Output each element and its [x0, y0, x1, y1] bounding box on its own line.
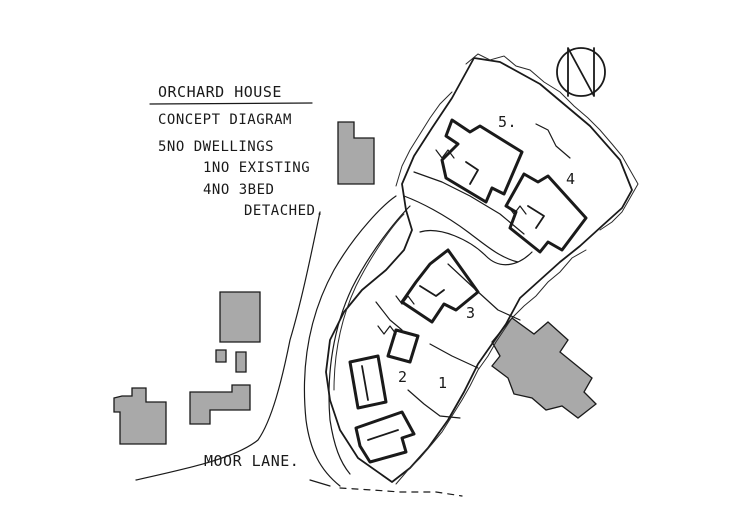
division-west: [375, 301, 403, 331]
proposed-dwellings: [348, 118, 588, 464]
plot-number-2: 2: [398, 368, 408, 386]
existing-building-lshape: [189, 384, 251, 425]
existing-building-west: [219, 291, 261, 343]
dwelling-2-ridge: [361, 365, 369, 401]
north-arrow-icon: [556, 47, 606, 97]
lane-dashed: [339, 487, 463, 497]
access-road: [303, 171, 533, 487]
drive-lower: [403, 195, 519, 263]
plot-number-5: 5.: [498, 113, 517, 131]
dwelling-plot-3: [395, 248, 480, 324]
dwelling-plot-1: [354, 410, 416, 464]
plot-divisions: [375, 123, 571, 419]
dwelling-4-ridge: [527, 205, 545, 229]
existing-building-southwest: [113, 387, 167, 445]
dwelling-3-outline: [400, 248, 480, 324]
existing-building-north: [337, 121, 375, 185]
title-underline: [149, 102, 313, 105]
existing-outbuilding: [215, 349, 227, 363]
plot-number-4: 4: [566, 170, 576, 188]
existing-building-east: [491, 317, 597, 419]
lane-edge-north: [135, 211, 321, 481]
road-label: MOOR LANE.: [204, 452, 299, 470]
note-existing: 1NO EXISTING: [203, 160, 310, 176]
dwelling-1-outline: [354, 410, 416, 464]
dwelling-plot-2: [348, 354, 388, 410]
existing-outbuilding-2: [235, 351, 247, 373]
dwelling-3-entrance-icon: [395, 295, 415, 305]
road-verge: [333, 213, 405, 391]
garage-outline: [386, 328, 420, 364]
title-heading: ORCHARD HOUSE: [158, 83, 282, 101]
moor-lane: [135, 211, 463, 497]
title-block: ORCHARD HOUSE CONCEPT DIAGRAM 5NO DWELLI…: [149, 83, 324, 219]
hedge-east: [395, 249, 587, 485]
dwelling-1-ridge: [367, 429, 399, 441]
garage-plot-3: [377, 325, 420, 364]
dwelling-5-entrance-icon: [435, 149, 455, 159]
hedge-west-upper: [395, 91, 453, 187]
dwelling-plot-4: [504, 172, 588, 254]
plot-number-3: 3: [466, 304, 476, 322]
dwelling-3-ridge: [419, 285, 445, 297]
road-edge-east: [328, 205, 411, 475]
note-detached: DETACHED.: [244, 203, 324, 219]
note-dwellings: 5NO DWELLINGS: [158, 139, 274, 155]
dwelling-5-ridge: [465, 161, 479, 185]
plot-number-1: 1: [438, 374, 448, 392]
hedge-north: [465, 53, 639, 231]
dwelling-4-entrance-icon: [507, 205, 527, 215]
dwelling-plot-5: [435, 118, 524, 204]
site-boundary: [325, 53, 639, 485]
road-edge-west: [303, 195, 397, 487]
division-1-2: [407, 389, 461, 419]
site-outline: [325, 57, 633, 483]
existing-buildings: [113, 121, 597, 445]
title-subtitle: CONCEPT DIAGRAM: [158, 112, 292, 128]
division-2-3: [429, 343, 479, 369]
dwelling-5-outline: [440, 118, 524, 204]
dwelling-2-outline: [348, 354, 388, 410]
garage-entrance-icon: [377, 325, 397, 335]
division-3-4: [447, 263, 521, 321]
division-4-5: [535, 123, 571, 159]
plot-numbers: 5. 4 3 2 1: [398, 113, 576, 392]
lane-edge-south: [309, 479, 331, 487]
note-3bed: 4NO 3BED: [203, 182, 274, 198]
drive-upper: [413, 171, 525, 235]
dwelling-4-outline: [504, 172, 588, 254]
